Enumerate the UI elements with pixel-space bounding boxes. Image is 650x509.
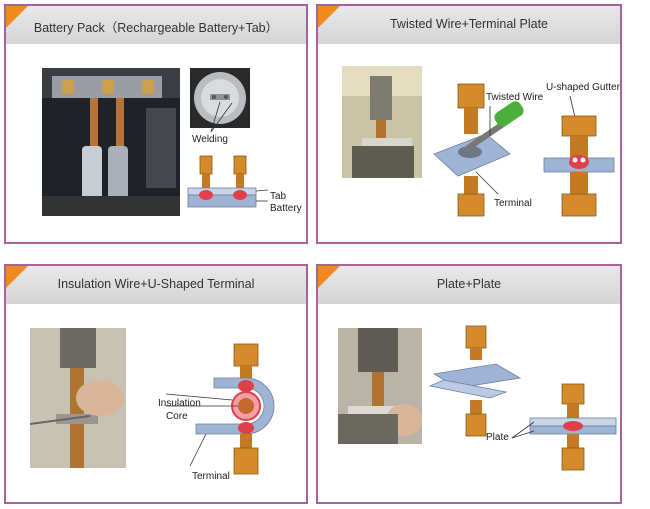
welding-head-photo	[342, 66, 422, 178]
welding-machine-photo	[42, 68, 180, 216]
u-gutter-diagram	[543, 95, 615, 217]
plate-label: Plate	[486, 432, 509, 443]
panel-header: Twisted Wire+Terminal Plate	[318, 6, 620, 44]
tab-label: Tab	[270, 191, 287, 202]
plate-stack-diagram	[428, 325, 522, 437]
plate-weld-diagram	[511, 383, 617, 471]
welding-pointer-lines	[210, 101, 233, 133]
battery-label: Battery	[270, 203, 302, 214]
hand-welding-photo	[29, 328, 126, 468]
twisted-wire-label: Twisted Wire	[486, 92, 544, 103]
battery-top-photo	[190, 68, 250, 128]
u-shaped-gutter-label: U-shaped Gutter	[546, 82, 620, 93]
panel-title: Twisted Wire+Terminal Plate	[389, 17, 549, 31]
battery-tab-diagram	[187, 155, 269, 208]
u-terminal-diagram	[165, 343, 275, 475]
accent-corner	[318, 266, 340, 288]
panel-header: Plate+Plate	[318, 266, 620, 304]
panel-header: Battery Pack（Rechargeable Battery+Tab）	[6, 6, 306, 44]
accent-corner	[6, 266, 28, 288]
terminal-label: Terminal	[494, 198, 532, 209]
panel-title: Plate+Plate	[436, 277, 502, 291]
plate-welding-photo	[338, 328, 422, 444]
panel-title: Insulation Wire+U-Shaped Terminal	[57, 277, 255, 291]
twisted-wire-diagram	[433, 83, 524, 217]
insulation-label: Insulation	[158, 398, 201, 409]
core-label: Core	[166, 411, 188, 422]
accent-corner	[318, 6, 340, 28]
panel-battery-pack: Battery Pack（Rechargeable Battery+Tab）	[4, 4, 308, 244]
terminal-label: Terminal	[192, 471, 230, 482]
welding-label: Welding	[192, 134, 228, 145]
panel-plate-plate: Plate+Plate Plate	[316, 264, 622, 504]
panel-insulation-wire: Insulation Wire+U-Shaped Terminal Insula…	[4, 264, 308, 504]
panel-twisted-wire: Twisted Wire+Terminal Plate Twisted Wire…	[316, 4, 622, 244]
accent-corner	[6, 6, 28, 28]
panel-header: Insulation Wire+U-Shaped Terminal	[6, 266, 306, 304]
panel-title: Battery Pack（Rechargeable Battery+Tab）	[33, 21, 279, 35]
